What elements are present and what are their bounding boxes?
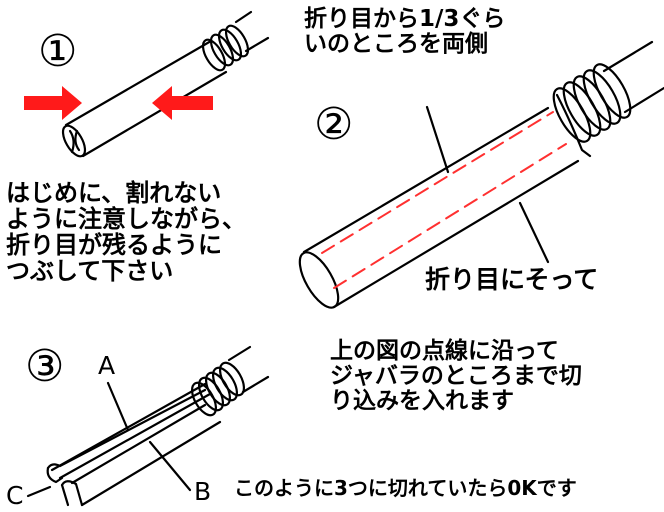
step-3-number: ③	[25, 341, 65, 392]
cut-instruction-text: 上の図の点線に沿って ジャバラのところまで切 り込みを入れます	[330, 338, 582, 414]
straw-step1	[61, 10, 270, 158]
along-fold-text: 折り目にそって	[425, 265, 599, 294]
straw-step2	[298, 40, 664, 309]
fold-instruction-text: 折り目から1/3ぐら いのところを両側	[304, 6, 506, 57]
label-a: A	[98, 351, 116, 380]
squeeze-arrows	[24, 86, 213, 120]
fold-dashed-lines	[321, 111, 567, 289]
result-note-text: このように3つに切れていたら0Kです	[234, 476, 577, 500]
step-2-number: ②	[314, 99, 354, 150]
arrow-right-icon	[24, 86, 82, 120]
step-1-number: ①	[38, 26, 78, 77]
arrow-left-icon	[152, 86, 213, 120]
label-c: C	[6, 481, 24, 510]
straw-step3	[26, 345, 270, 507]
crush-instruction-text: はじめに、割れない ように注意しながら、 折り目が残るように つぶして下さい	[6, 179, 246, 285]
label-b: B	[194, 477, 212, 506]
